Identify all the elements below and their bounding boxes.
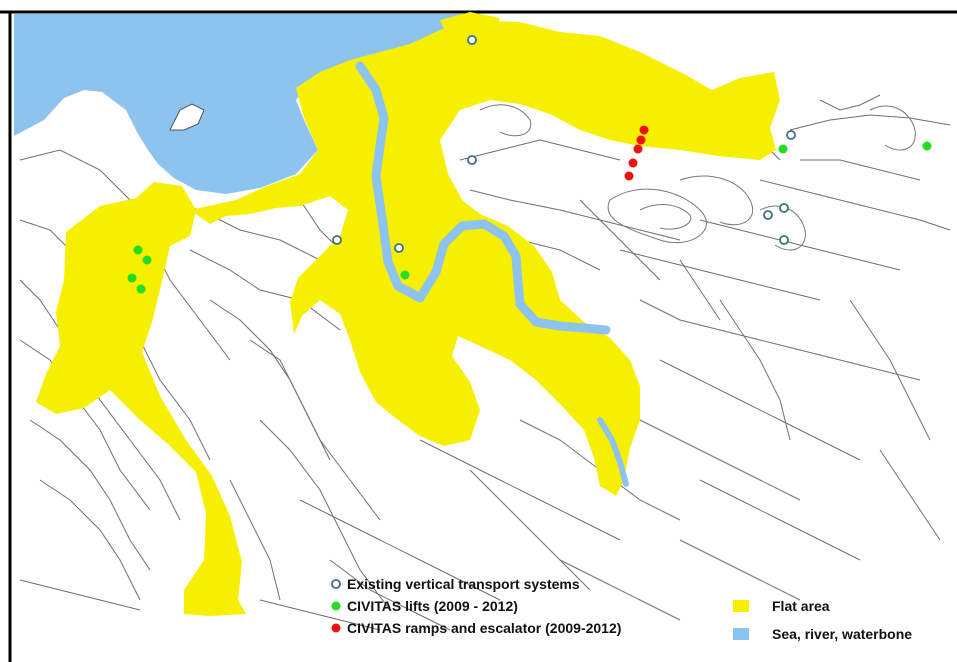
existing-marker	[332, 235, 342, 245]
flat-area	[36, 12, 780, 616]
legend-sea-label: Sea, river, waterbone	[772, 626, 913, 642]
ramp-marker	[628, 158, 638, 168]
ramp-marker	[636, 135, 646, 145]
lift-marker	[922, 141, 932, 151]
lift-marker	[142, 255, 152, 265]
existing-marker	[786, 130, 796, 140]
civitas-lifts-markers	[127, 141, 932, 294]
legend-lifts-label: CIVITAS lifts (2009 - 2012)	[347, 598, 518, 614]
lift-marker	[400, 270, 410, 280]
existing-marker	[763, 210, 773, 220]
lift-marker	[778, 144, 788, 154]
legend-ramps-icon	[331, 623, 341, 633]
legend-flat-icon	[733, 600, 749, 612]
ramp-marker	[633, 144, 643, 154]
existing-vertical-transport-markers	[332, 35, 796, 253]
road-network	[19, 94, 951, 631]
river	[355, 61, 629, 487]
lift-marker	[136, 284, 146, 294]
legend-sea-icon	[733, 628, 749, 640]
ramp-marker	[639, 125, 649, 135]
legend-ramps-label: CIVITAS ramps and escalator (2009-2012)	[347, 620, 622, 636]
existing-marker	[467, 155, 477, 165]
existing-marker	[394, 243, 404, 253]
lift-marker	[133, 245, 143, 255]
existing-marker	[779, 203, 789, 213]
legend-lifts-icon	[331, 601, 341, 611]
existing-marker	[467, 35, 477, 45]
ramp-marker	[624, 171, 634, 181]
lift-marker	[127, 273, 137, 283]
civitas-ramps-markers	[624, 125, 649, 181]
legend-symbols	[331, 579, 749, 640]
terrain-loops	[479, 104, 916, 251]
existing-marker	[779, 235, 789, 245]
island	[169, 103, 205, 131]
legend-existing-label: Existing vertical transport systems	[347, 576, 580, 592]
legend-existing-icon	[331, 579, 341, 589]
legend-flat-label: Flat area	[772, 598, 830, 614]
